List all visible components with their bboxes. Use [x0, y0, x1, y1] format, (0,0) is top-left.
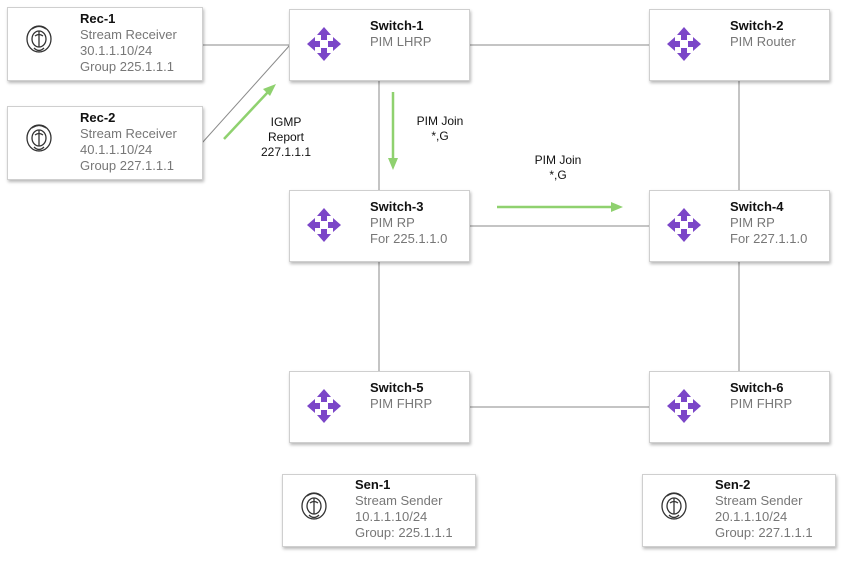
switch-arrows-icon [306, 388, 342, 424]
pim-join-label-2: PIM Join *,G [534, 153, 582, 182]
host-circle-icon [659, 489, 689, 523]
igmp-report-label: IGMP Report 227.1.1.1 [260, 115, 312, 159]
host-circle-icon [299, 489, 329, 523]
pim-join-down-arrow [388, 92, 398, 170]
switch-rp-range: For 225.1.1.0 [370, 231, 448, 246]
host-circle-icon [24, 121, 54, 155]
switch-role: PIM RP [730, 215, 775, 230]
switch-2-node[interactable]: Switch-2 PIM Router [649, 9, 830, 81]
host-role: Stream Receiver [80, 27, 177, 42]
link-rec2-sw1 [201, 44, 291, 144]
switch-role: PIM FHRP [370, 396, 433, 411]
switch-4-node[interactable]: Switch-4 PIM RP For 227.1.1.0 [649, 190, 830, 262]
switch-role: PIM LHRP [370, 34, 432, 49]
host-title: Rec-2 [80, 110, 116, 125]
igmp-report-arrow [223, 84, 276, 140]
host-ip: 20.1.1.10/24 [715, 509, 788, 524]
switch-rp-range: For 227.1.1.0 [730, 231, 808, 246]
switch-title: Switch-6 [730, 380, 784, 395]
switch-arrows-icon [306, 26, 342, 62]
switch-title: Switch-1 [370, 18, 424, 33]
host-ip: 10.1.1.10/24 [355, 509, 428, 524]
host-role: Stream Sender [715, 493, 803, 508]
pim-join-label-1: PIM Join *,G [416, 114, 464, 143]
switch-role: PIM Router [730, 34, 796, 49]
switch-title: Switch-3 [370, 199, 424, 214]
switch-1-node[interactable]: Switch-1 PIM LHRP [289, 9, 470, 81]
host-group: Group 227.1.1.1 [80, 158, 174, 173]
switch-arrows-icon [666, 207, 702, 243]
sen-2-node[interactable]: Sen-2 Stream Sender 20.1.1.10/24 Group: … [642, 474, 836, 547]
host-circle-icon [24, 22, 54, 56]
sen-1-node[interactable]: Sen-1 Stream Sender 10.1.1.10/24 Group: … [282, 474, 476, 547]
switch-role: PIM FHRP [730, 396, 793, 411]
pim-join-right-arrow [497, 202, 623, 212]
switch-arrows-icon [306, 207, 342, 243]
switch-arrows-icon [666, 388, 702, 424]
host-title: Sen-2 [715, 477, 751, 492]
host-title: Rec-1 [80, 11, 116, 26]
switch-title: Switch-2 [730, 18, 784, 33]
rec-1-node[interactable]: Rec-1 Stream Receiver 30.1.1.10/24 Group… [7, 7, 203, 81]
host-group: Group: 227.1.1.1 [715, 525, 813, 540]
switch-title: Switch-5 [370, 380, 424, 395]
host-role: Stream Sender [355, 493, 443, 508]
rec-2-node[interactable]: Rec-2 Stream Receiver 40.1.1.10/24 Group… [7, 106, 203, 180]
switch-5-node[interactable]: Switch-5 PIM FHRP [289, 371, 470, 443]
host-group: Group 225.1.1.1 [80, 59, 174, 74]
switch-arrows-icon [666, 26, 702, 62]
host-group: Group: 225.1.1.1 [355, 525, 453, 540]
host-title: Sen-1 [355, 477, 391, 492]
switch-6-node[interactable]: Switch-6 PIM FHRP [649, 371, 830, 443]
host-ip: 30.1.1.10/24 [80, 43, 153, 58]
host-role: Stream Receiver [80, 126, 177, 141]
switch-title: Switch-4 [730, 199, 784, 214]
switch-role: PIM RP [370, 215, 415, 230]
host-ip: 40.1.1.10/24 [80, 142, 153, 157]
switch-3-node[interactable]: Switch-3 PIM RP For 225.1.1.0 [289, 190, 470, 262]
